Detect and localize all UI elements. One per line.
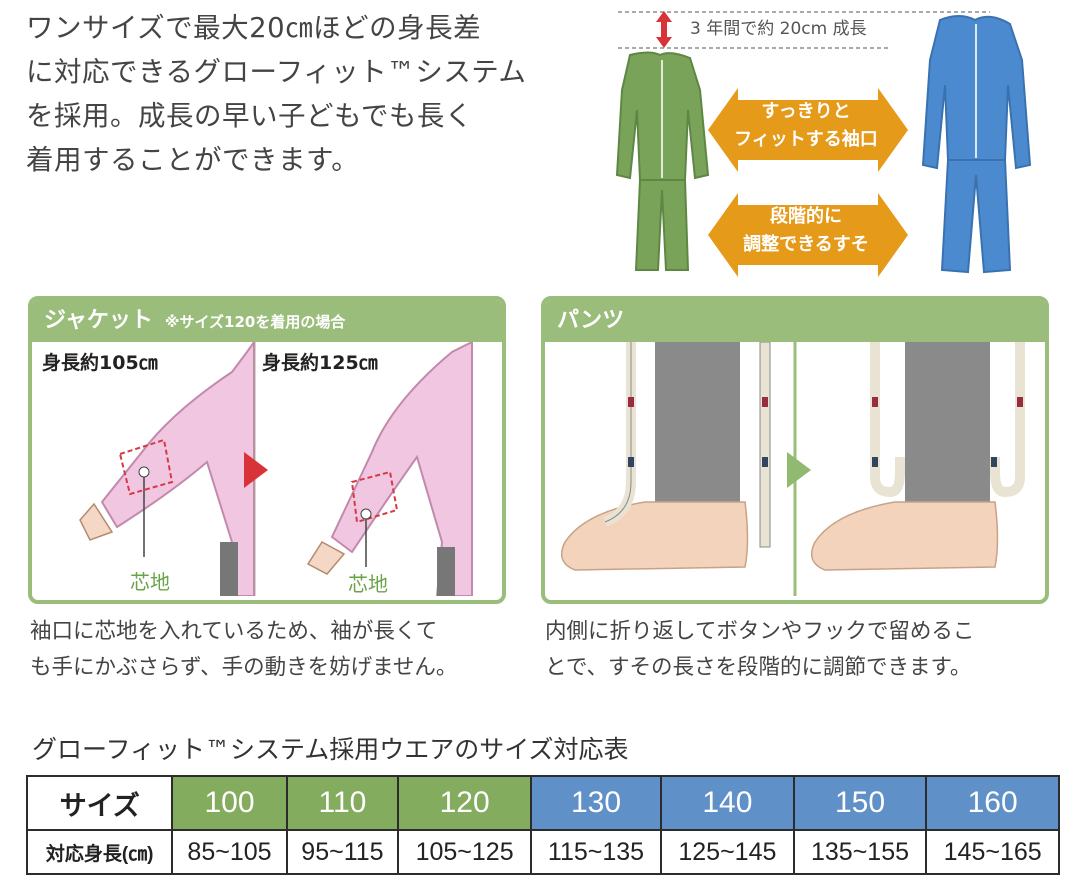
caption-line: とで、すその長さを段階的に調節できます。 [545,655,972,680]
arrow-text: すっきりと [761,101,851,122]
size-cell: 140 [660,775,795,831]
height-cell: 125~145 [660,829,795,875]
caption-line: も手にかぶさらず、手の動きを妨げません。 [30,655,458,680]
height-row: 対応身長(㎝) 85~105 95~115 105~125 115~135 12… [25,829,1060,875]
caption-line: 内側に折り返してボタンやフックで留めるこ [545,619,975,644]
red-triangle-icon [244,452,268,488]
arrow-text: 調整できるすそ [743,234,869,255]
pants-panel-header: パンツ [545,300,1045,342]
height-cell: 145~165 [925,829,1060,875]
size-cell: 130 [529,775,663,831]
size-table-title: グローフィット™システム採用ウエアのサイズ対応表 [32,735,629,764]
height-cell: 95~115 [285,829,400,875]
height-header: 対応身長(㎝) [25,829,174,875]
size-cell: 100 [171,775,288,831]
size-cell: 150 [792,775,928,831]
core-label-right: 芯地 [348,572,388,596]
intro-text: ワンサイズで最大20㎝ほどの身長差 に対応できるグローフィット™システム を採用… [26,6,586,182]
growth-illustration [615,11,1032,277]
height-right-label: 身長約125㎝ [262,352,378,374]
height-cell: 115~135 [529,829,663,875]
jacket-note: ※サイズ120を着用の場合 [164,313,346,331]
hem-illustration [560,342,1025,596]
hem-arrow-label: 段階的に 調整できるすそ [708,203,904,259]
orange-arrow-icon [708,88,908,277]
pants-title: パンツ [557,308,625,333]
core-label-left: 芯地 [130,570,170,594]
size-header: サイズ [25,775,174,831]
size-cell: 110 [285,775,400,831]
jacket-title: ジャケット [44,308,153,333]
size-cell: 120 [397,775,532,831]
size-row: サイズ 100 110 120 130 140 150 160 [25,775,1060,831]
arrow-text: フィットする袖口 [734,129,878,150]
pants-panel: パンツ [541,296,1049,604]
size-table: サイズ 100 110 120 130 140 150 160 対応身長(㎝) … [25,775,1060,875]
height-cell: 135~155 [792,829,928,875]
caption-line: 袖口に芯地を入れているため、袖が長くて [30,619,438,644]
jacket-panel: ジャケット ※サイズ120を着用の場合 身長約105㎝ 身長約125㎝ 芯地 芯地 [28,296,506,604]
short-sleeve-arm-icon [79,342,255,596]
height-cell: 105~125 [397,829,532,875]
intro-line: に対応できるグローフィット™システム [26,56,527,88]
long-sleeve-arm-icon [306,342,473,596]
intro-line: を採用。成長の早い子どもでも長く [26,100,473,132]
intro-line: ワンサイズで最大20㎝ほどの身長差 [26,12,482,44]
pants-caption: 内側に折り返してボタンやフックで留めるこ とで、すその長さを段階的に調節できます… [545,614,974,686]
growth-arrow-icon [656,11,672,48]
arrow-text: 段階的に [770,206,842,227]
height-cell: 85~105 [171,829,288,875]
green-triangle-icon [787,452,811,488]
jacket-panel-header: ジャケット ※サイズ120を着用の場合 [32,300,502,342]
short-hem-leg-icon [810,342,1025,571]
long-hem-leg-icon [560,342,771,571]
intro-line: 着用することができます。 [26,144,360,176]
jacket-caption: 袖口に芯地を入れているため、袖が長くて も手にかぶさらず、手の動きを妨げません。 [30,614,457,686]
height-left-label: 身長約105㎝ [42,352,158,374]
sleeve-illustration [79,342,473,596]
size-cell: 160 [925,775,1060,831]
growth-label: 3 年間で約 20cm 成長 [686,14,871,39]
sleeve-arrow-label: すっきりと フィットする袖口 [708,98,904,154]
